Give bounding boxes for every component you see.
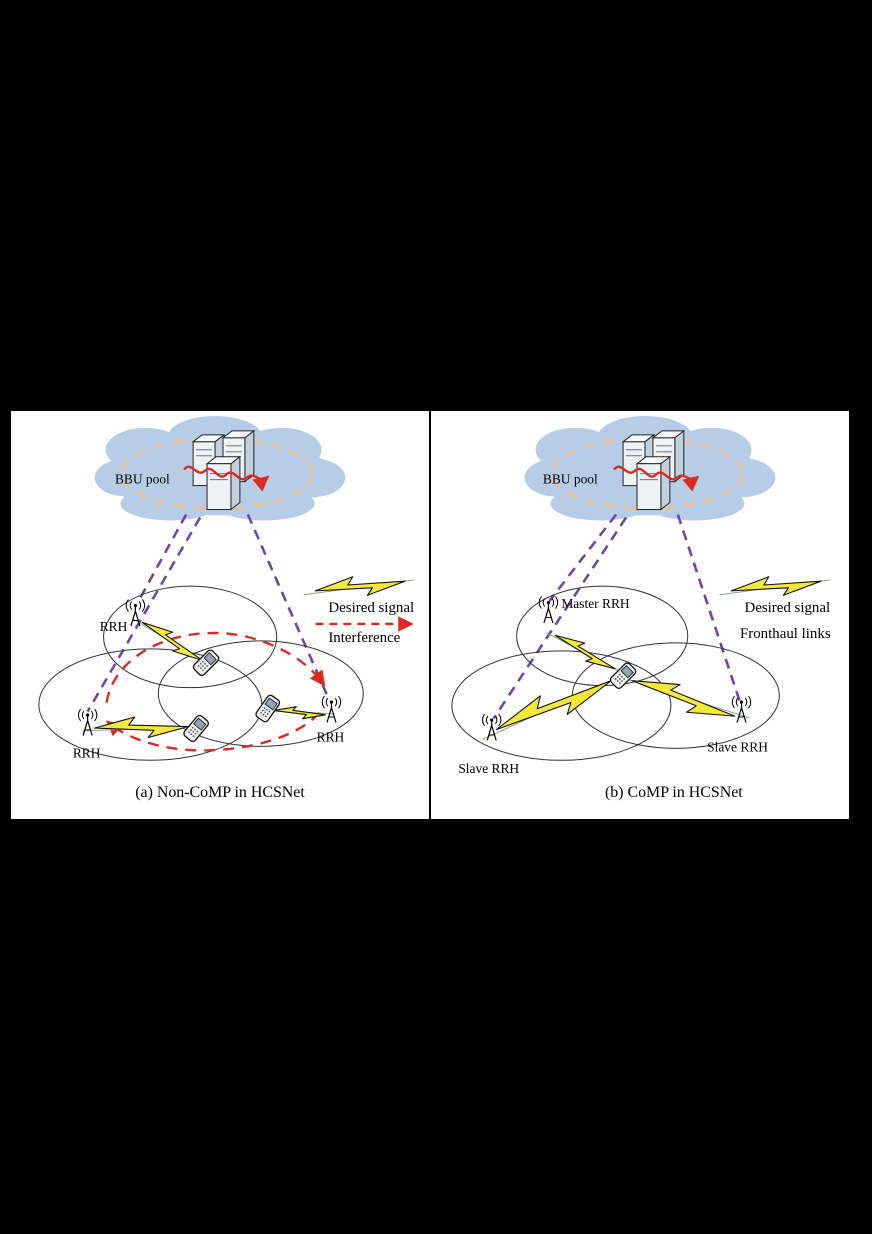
rrh-label-top: RRH (100, 619, 128, 634)
legend-fronthaul-links-label: Fronthaul links (740, 626, 831, 642)
panel-non-comp: BBU pool (11, 411, 431, 819)
slave-rrh-left-label: Slave RRH (458, 761, 519, 776)
legend-non-comp: Desired signal Interference (301, 567, 416, 646)
legend-desired-signal-label: Desired signal (744, 600, 830, 616)
bbu-interconnect-arrow (613, 465, 700, 492)
legend-interference-label: Interference (328, 630, 400, 646)
legend-bolt-icon (717, 567, 832, 605)
bbu-interconnect-arrow (183, 465, 270, 492)
rrh-antenna-icon (77, 708, 98, 737)
bbu-pool-label: BBU pool (115, 472, 170, 487)
bbu-server-icon (191, 429, 256, 511)
slave-rrh-right-label: Slave RRH (707, 739, 768, 754)
bbu-pool-label: BBU pool (543, 472, 598, 487)
legend-bolt-icon (301, 567, 416, 605)
rrh-label-right: RRH (317, 729, 345, 744)
panel-b-caption: (b) CoMP in HCSNet (605, 784, 743, 801)
hcsnet-figure: BBU pool (10, 410, 850, 820)
master-rrh-label: Master RRH (561, 596, 630, 611)
rrh-antenna-icon (731, 695, 752, 724)
legend-desired-signal-label: Desired signal (328, 600, 414, 616)
legend-comp: Desired signal Fronthaul links (717, 567, 832, 642)
rrh-antenna-icon (125, 598, 146, 627)
fronthaul-link-line (492, 513, 741, 720)
rrh-antenna-icon (321, 695, 342, 724)
bbu-cloud (94, 415, 346, 521)
fronthaul-link-line (86, 513, 331, 713)
panel-a-caption: (a) Non-CoMP in HCSNet (135, 784, 305, 801)
rrh-label-left: RRH (73, 745, 101, 760)
panel-comp: BBU pool Master R (431, 411, 849, 819)
interference-arc (105, 631, 326, 752)
rrh-antenna-icon (481, 713, 502, 741)
